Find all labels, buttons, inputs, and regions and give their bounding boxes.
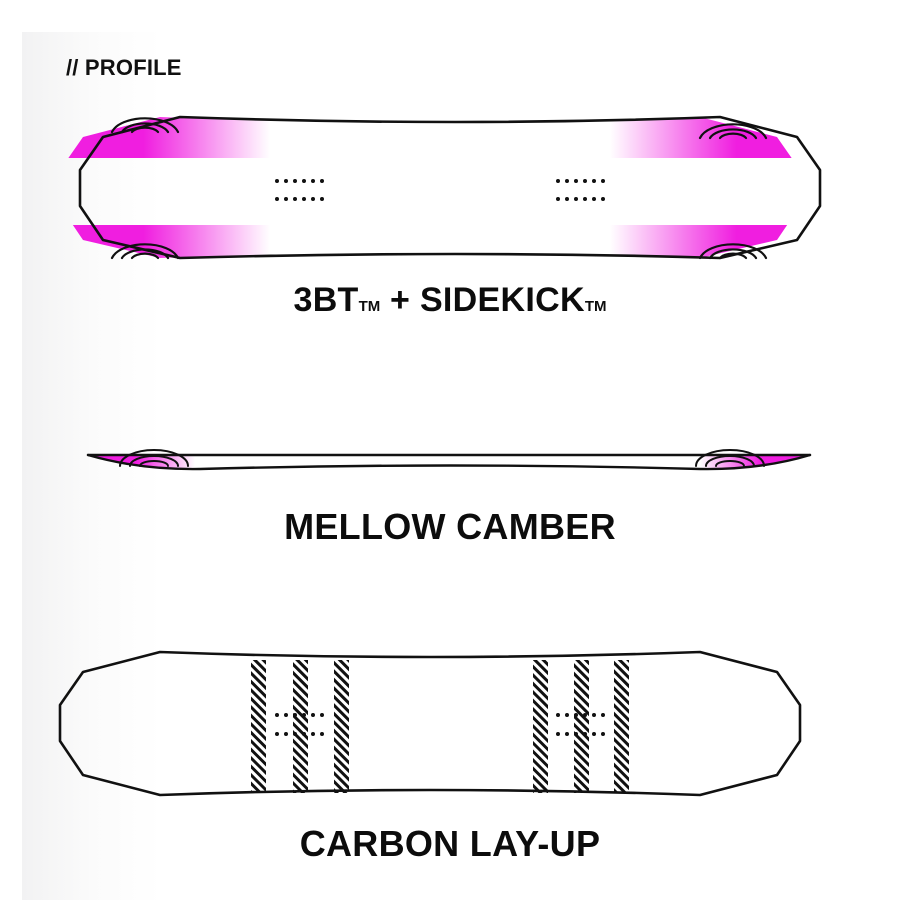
caption-3bt-sidekick: 3BTTM + SIDEKICKTM [0,281,900,320]
board-mellow-camber-diagram [86,449,812,471]
board-1-inserts-left [275,179,324,201]
caption-sidekick: SIDEKICK [419,281,585,319]
board-1-arcs [110,117,768,260]
board-3-inserts-right [556,713,605,736]
board-1-edge-bands [60,117,800,258]
board-3-inserts-left [275,713,324,736]
caption-plus: + [380,281,420,319]
trademark-2: TM [584,298,607,315]
board-3-carbon-stringers-left [251,660,349,793]
profile-header: // PROFILE [66,55,182,80]
trademark-1: TM [358,298,381,315]
board-3bt-sidekick-diagram [60,115,822,260]
board-3-body [58,650,802,797]
board-3-carbon-stringers-right [533,660,629,793]
board-1-inserts-right [556,179,605,201]
board-carbon-layup-diagram [58,650,802,797]
caption-3bt: 3BT [293,281,359,319]
caption-carbon-layup: CARBON LAY-UP [299,823,601,864]
board-2-profile-lines [86,453,812,471]
caption-mellow-camber: MELLOW CAMBER [284,506,616,547]
